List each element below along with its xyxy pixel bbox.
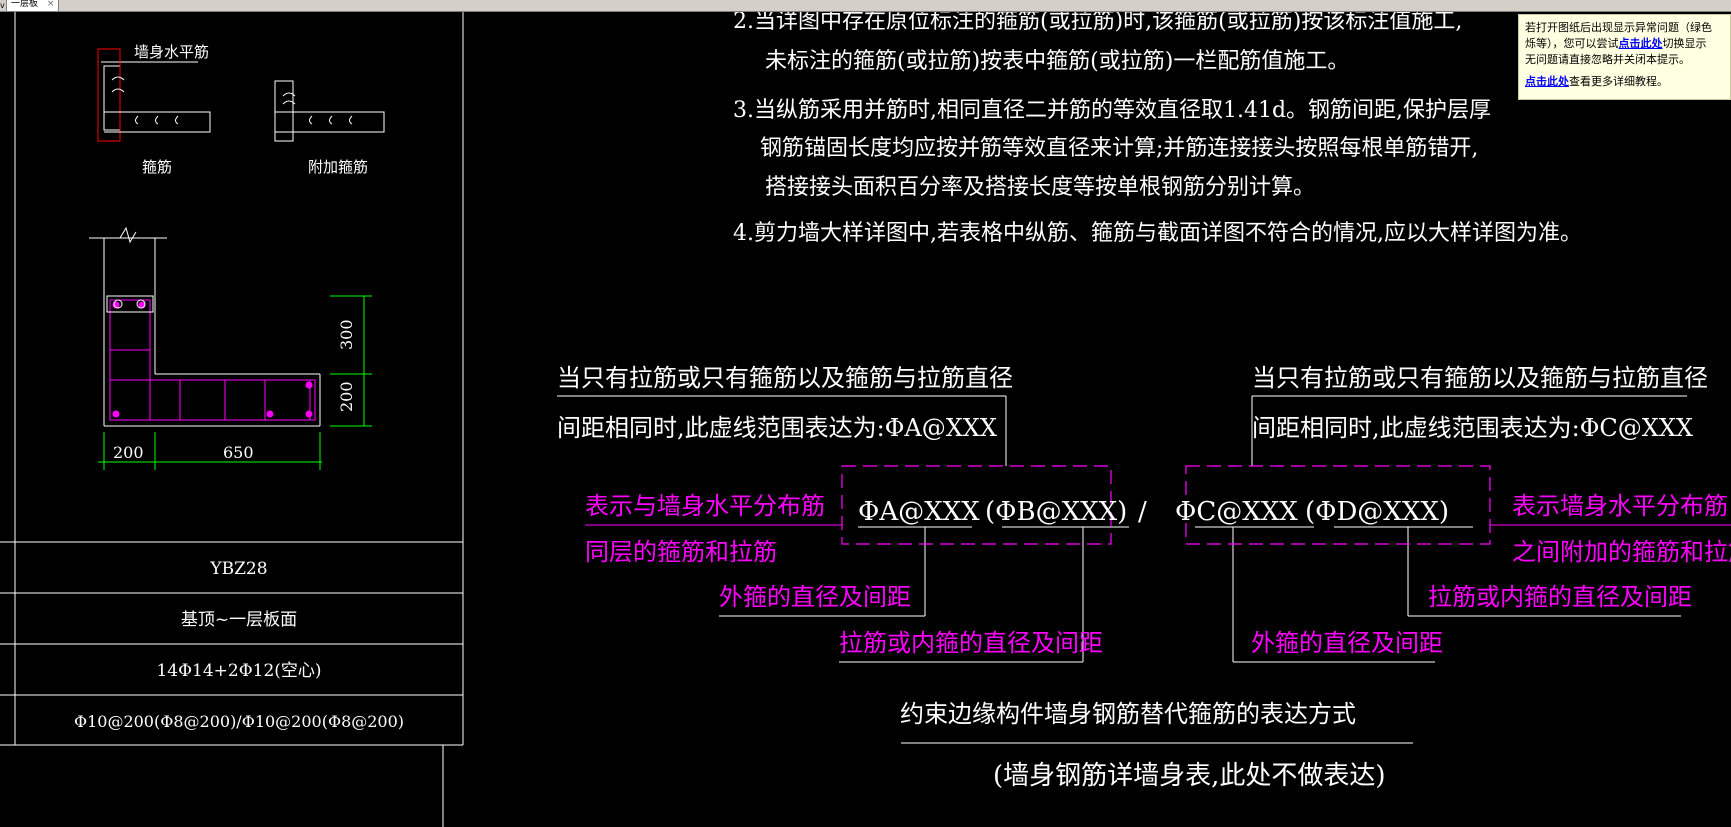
legend-right-title-2: 间距相同时,此虚线范围表达为:ΦC@XXX xyxy=(1252,414,1693,442)
legend-left-title-2: 间距相同时,此虚线范围表达为:ΦA@XXX xyxy=(557,414,997,442)
table-row-range: 基顶~一层板面 xyxy=(181,610,297,630)
legend-right-title-1: 当只有拉筋或只有箍筋以及箍筋与拉筋直径 xyxy=(1252,364,1708,392)
l-section-outline xyxy=(89,226,321,427)
dim-200-horizontal: 200 xyxy=(113,443,144,462)
legend-dashed-boxes xyxy=(841,465,1491,545)
dim-200-vertical: 200 xyxy=(337,381,356,412)
magenta-tie-left: 拉筋或内箍的直径及间距 xyxy=(839,629,1103,657)
left-frame xyxy=(0,12,464,827)
notice-line-1: 若打开图纸后出现显示异常问题（绿色 xyxy=(1525,21,1712,34)
note-3-line-2: 钢筋锚固长度均应按并筋等效直径来计算;并筋连接接头按照每根单筋错开, xyxy=(760,136,1478,161)
notice-line-2: 烁等），您可以尝试点击此处切换显示 xyxy=(1525,36,1724,52)
dim-300: 300 xyxy=(337,319,356,350)
label-wall-horizontal-bar: 墙身水平筋 xyxy=(134,43,209,61)
legend-caption: 约束边缘构件墙身钢筋替代箍筋的表达方式 xyxy=(900,700,1356,728)
magenta-right-line-1: 表示墙身水平分布筋 xyxy=(1512,492,1728,520)
document-tab-bar: v 一层板 × xyxy=(0,0,1731,12)
table-row-longitudinal: 14Φ14+2Φ12(空心) xyxy=(156,661,321,681)
notice-line-2-prefix: 烁等），您可以尝试 xyxy=(1525,37,1619,50)
notice-line-4-suffix: 查看更多详细教程。 xyxy=(1569,75,1668,88)
additional-stirrup-detail xyxy=(274,80,385,142)
table-row-id: YBZ28 xyxy=(209,559,267,579)
legend-white-lines xyxy=(557,395,1687,744)
table-row-stirrups: Φ10@200(Φ8@200)/Φ10@200(Φ8@200) xyxy=(74,712,404,731)
label-additional-stirrup: 附加箍筋 xyxy=(308,158,368,176)
tab-drawing[interactable]: 一层板 × xyxy=(6,0,60,11)
formula-a: ΦA@XXX xyxy=(858,497,980,527)
formula-slash: / xyxy=(1138,497,1147,527)
label-stirrup: 箍筋 xyxy=(142,158,172,176)
note-4: 4.剪力墙大样详图中,若表格中纵筋、箍筋与截面详图不符合的情况,应以大样详图为准… xyxy=(733,221,1582,246)
formula-c: ΦC@XXX xyxy=(1175,497,1298,527)
dim-650: 650 xyxy=(223,443,254,462)
notice-line-3: 无问题请直接忽略并关闭本提示。 xyxy=(1525,53,1690,66)
magenta-right-line-2: 之间附加的箍筋和拉筋 xyxy=(1512,538,1731,566)
stirrup-detail xyxy=(97,48,211,142)
formula-d: (ΦD@XXX) xyxy=(1305,497,1449,527)
l-section-markers xyxy=(106,295,154,313)
notice-line-4: 点击此处查看更多详细教程。 xyxy=(1525,74,1724,90)
magenta-outer-left: 外箍的直径及间距 xyxy=(719,583,911,611)
tab-fragment: v xyxy=(0,1,5,10)
close-icon[interactable]: × xyxy=(46,0,55,9)
magenta-left-line-2: 同层的箍筋和拉筋 xyxy=(585,538,777,566)
l-section-rebar xyxy=(109,299,316,421)
note-2-line-1: 2.当详图中存在原位标注的箍筋(或拉筋)时,该箍筋(或拉筋)按该标注值施工, xyxy=(733,9,1462,34)
magenta-outer-right: 外箍的直径及间距 xyxy=(1251,629,1443,657)
tutorial-link[interactable]: 点击此处 xyxy=(1525,75,1569,88)
dimension-lines xyxy=(98,295,372,470)
magenta-left-line-1: 表示与墙身水平分布筋 xyxy=(585,492,825,520)
note-3-line-3: 搭接接头面积百分率及搭接长度等按单根钢筋分别计算。 xyxy=(765,175,1315,200)
display-issue-notice: 若打开图纸后出现显示异常问题（绿色 烁等），您可以尝试点击此处切换显示 无问题请… xyxy=(1518,14,1731,100)
magenta-tie-right: 拉筋或内箍的直径及间距 xyxy=(1428,583,1692,611)
legend-subcaption: (墙身钢筋详墙身表,此处不做表达) xyxy=(993,761,1386,791)
switch-display-link[interactable]: 点击此处 xyxy=(1618,37,1663,50)
notice-line-2-suffix: 切换显示 xyxy=(1662,37,1707,50)
note-3-line-1: 3.当纵筋采用并筋时,相同直径二并筋的等效直径取1.41d。钢筋间距,保护层厚 xyxy=(733,98,1491,123)
tab-label: 一层板 xyxy=(11,0,39,9)
formula-b: (ΦB@XXX) xyxy=(985,497,1127,527)
legend-left-title-1: 当只有拉筋或只有箍筋以及箍筋与拉筋直径 xyxy=(557,364,1013,392)
note-2-line-2: 未标注的箍筋(或拉筋)按表中箍筋(或拉筋)一栏配筋值施工。 xyxy=(765,49,1349,74)
